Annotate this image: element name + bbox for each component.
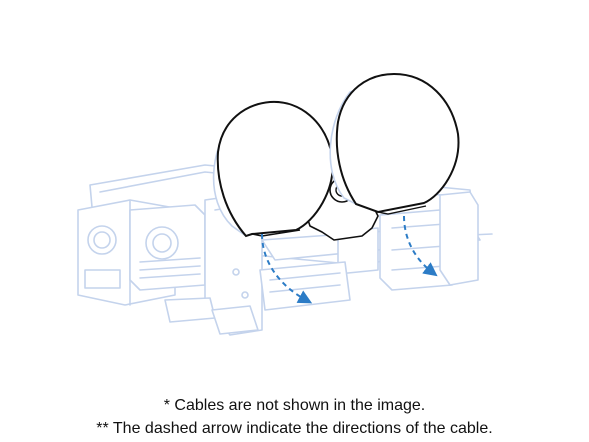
caption-block: * Cables are not shown in the image. ** … bbox=[0, 394, 589, 440]
mechanism-diagram bbox=[77, 72, 493, 336]
caption-note-2: ** The dashed arrow indicate the directi… bbox=[96, 420, 493, 437]
left-roll bbox=[212, 100, 334, 238]
right-roll bbox=[329, 72, 460, 215]
dashed-arrow-left bbox=[261, 233, 313, 304]
caption-note-1: * Cables are not shown in the image. bbox=[163, 397, 426, 414]
